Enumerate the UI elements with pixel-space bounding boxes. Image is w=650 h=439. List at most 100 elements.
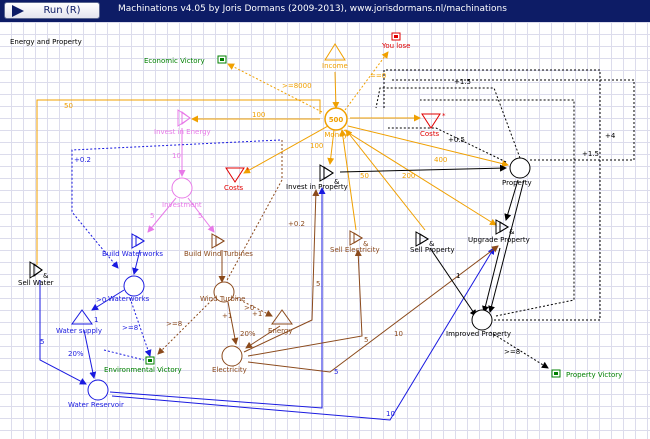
property-to-costs-dotted-line xyxy=(375,87,521,159)
sell-water-converter-inner xyxy=(33,263,43,277)
water-reservoir-label: Water Reservoir xyxy=(68,401,124,409)
costs-left-drain-icon[interactable] xyxy=(225,167,245,183)
edge-label: 5 xyxy=(198,212,202,220)
waterworks-label: Waterworks xyxy=(108,295,150,303)
edge-label: +1 xyxy=(252,310,262,318)
sell-property-amp: & xyxy=(429,240,435,248)
money-pool[interactable] xyxy=(324,107,348,131)
edge-label: 100 xyxy=(310,142,323,150)
edge-label: 10 xyxy=(394,330,403,338)
wind-to-energy-dotted-line xyxy=(235,297,273,317)
energy-source-icon[interactable] xyxy=(271,309,293,325)
money-to-upgrade-line xyxy=(343,129,497,226)
costs-left-star: * xyxy=(246,166,250,174)
investment-label: Investment xyxy=(162,201,202,209)
money-to-economic-victory-line xyxy=(227,63,323,113)
reservoir-to-upgrade-line xyxy=(111,247,495,421)
improved-plus15-dotted-line xyxy=(420,99,575,317)
investment-to-build-waterworks-line xyxy=(147,197,177,233)
edge-label: >0 xyxy=(244,304,254,312)
sell-electricity-converter-inner xyxy=(353,232,363,244)
build-wind-converter-inner xyxy=(215,235,225,247)
electricity-pool[interactable] xyxy=(221,345,243,367)
invest-energy-converter-icon[interactable] xyxy=(177,109,191,127)
money-to-you-lose-line xyxy=(344,51,389,111)
costs-right-drain-icon[interactable] xyxy=(421,113,441,129)
invest-property-amp: & xyxy=(334,178,340,186)
edge-label: >=8 xyxy=(122,324,138,332)
upgrade-property-converter-icon[interactable] xyxy=(495,219,509,235)
upgrade-to-improved-line xyxy=(482,247,501,313)
sell-water-converter-icon[interactable] xyxy=(29,261,43,279)
edge-label: 50 xyxy=(360,172,369,180)
water-supply-source-icon[interactable] xyxy=(71,309,93,325)
edge-label: 20% xyxy=(68,350,84,358)
income-source-icon[interactable] xyxy=(324,43,346,61)
economic-victory-label: Economic Victory xyxy=(144,57,205,65)
run-button[interactable]: Run (R) xyxy=(4,2,100,19)
invest-property-label: Invest in Property xyxy=(286,183,348,191)
sell-electricity-label: Sell Electricity xyxy=(330,246,380,254)
toolbar: Run (R) Machinations v4.05 by Joris Dorm… xyxy=(0,0,650,22)
property-plus05-dotted-line xyxy=(388,127,507,163)
waterworks-pool[interactable] xyxy=(123,275,145,297)
build-waterworks-label: Build Waterworks xyxy=(102,250,163,258)
costs-left-label: Costs xyxy=(224,184,244,192)
investment-to-build-wind-line xyxy=(187,197,215,233)
wind-turbine-to-electricity-line xyxy=(227,301,239,345)
property-victory-label: Property Victory xyxy=(566,371,622,379)
energy-to-electricity-line xyxy=(245,325,281,349)
electricity-to-invest-property-line xyxy=(243,189,320,353)
electricity-to-sell-electricity-line xyxy=(247,249,363,357)
edge-label: 1 xyxy=(94,316,98,324)
money-to-sell-water-line xyxy=(36,99,321,265)
improved-property-label: Improved Property xyxy=(446,330,511,338)
improved-property-pool[interactable] xyxy=(471,309,493,331)
upgrade-property-label: Upgrade Property xyxy=(468,236,530,244)
build-wind-converter-icon[interactable] xyxy=(211,233,225,249)
costs-right-star: * xyxy=(442,112,446,120)
run-button-label: Run (R) xyxy=(43,5,81,16)
money-connections xyxy=(36,51,509,265)
edge-label: 5 xyxy=(316,280,320,288)
upgrade-property-converter-inner xyxy=(499,221,509,233)
build-waterworks-converter-inner xyxy=(135,235,145,247)
sell-electricity-converter-icon[interactable] xyxy=(349,230,363,246)
property-to-costs-plus4-dotted-line xyxy=(390,79,635,161)
edge-label: 10 xyxy=(172,152,181,160)
energy-connections xyxy=(147,128,215,233)
you-lose-label: You lose xyxy=(381,42,410,50)
sell-property-to-money-line xyxy=(345,129,426,231)
edge-label: 20% xyxy=(240,330,256,338)
energy-label: Energy xyxy=(268,327,293,335)
water-supply-to-reservoir-line xyxy=(83,329,97,379)
invest-property-converter-icon[interactable] xyxy=(319,164,334,182)
edge-label: >=8000 xyxy=(282,82,312,90)
edge-label: >=8 xyxy=(504,348,520,356)
property-to-improved-line xyxy=(488,179,525,313)
wind-turbine-pool[interactable] xyxy=(213,281,235,303)
property-pool[interactable] xyxy=(509,157,531,179)
reservoir-to-invest-property-line xyxy=(109,187,326,409)
build-waterworks-converter-icon[interactable] xyxy=(131,233,145,249)
investment-pool[interactable] xyxy=(171,177,193,199)
you-lose-end-inner xyxy=(394,35,398,38)
costs-right-label: Costs xyxy=(420,130,440,138)
edge-label: ==0 xyxy=(370,72,386,80)
app-title: Machinations v4.05 by Joris Dormans (200… xyxy=(118,4,507,14)
edge-label: +1.5 xyxy=(582,150,599,158)
property-connections xyxy=(339,69,635,369)
machinations-diagram[interactable]: Energy and Property xyxy=(0,22,650,439)
sell-water-to-reservoir-line xyxy=(39,280,87,385)
edge-label: 400 xyxy=(434,156,447,164)
build-wind-label: Build Wind Turbines xyxy=(184,250,253,258)
sell-property-converter-icon[interactable] xyxy=(415,231,429,247)
sell-water-label: Sell Water xyxy=(18,279,54,287)
invest-property-to-property-line xyxy=(339,164,507,173)
water-reservoir-pool[interactable] xyxy=(87,379,109,401)
electricity-connections xyxy=(157,140,499,373)
money-to-waterworks-dotted-line xyxy=(71,139,281,269)
income-label: Income xyxy=(322,62,348,70)
sell-property-to-improved-line xyxy=(429,247,477,317)
income-to-money-line xyxy=(332,71,340,109)
